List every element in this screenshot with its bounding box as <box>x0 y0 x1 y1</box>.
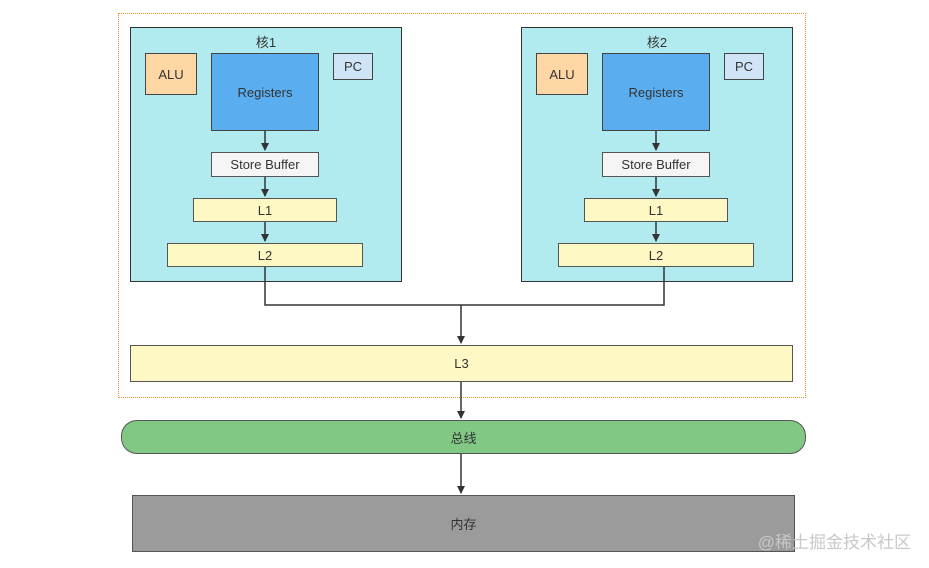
core-1-title: 核1 <box>255 35 277 50</box>
l2-join-line <box>264 267 665 306</box>
system-bus: 总线 <box>121 420 806 454</box>
main-memory: 内存 <box>132 495 795 552</box>
core-1-pc: PC <box>333 53 373 80</box>
core-1-registers: Registers <box>211 53 319 131</box>
core-2-store-buffer: Store Buffer <box>602 152 710 177</box>
core-2-alu: ALU <box>536 53 588 95</box>
l3-cache: L3 <box>130 345 793 382</box>
core-2-pc: PC <box>724 53 764 80</box>
core-1-store-buffer: Store Buffer <box>211 152 319 177</box>
watermark: @稀土掘金技术社区 <box>757 533 911 552</box>
core-2-l2-cache: L2 <box>558 243 754 267</box>
core-1-alu: ALU <box>145 53 197 95</box>
core-1-l2-cache: L2 <box>167 243 363 267</box>
core-1-l1-cache: L1 <box>193 198 337 222</box>
core-2-registers: Registers <box>602 53 710 131</box>
core-2-title: 核2 <box>646 35 668 50</box>
cpu-boundary <box>118 13 806 398</box>
core-2-l1-cache: L1 <box>584 198 728 222</box>
